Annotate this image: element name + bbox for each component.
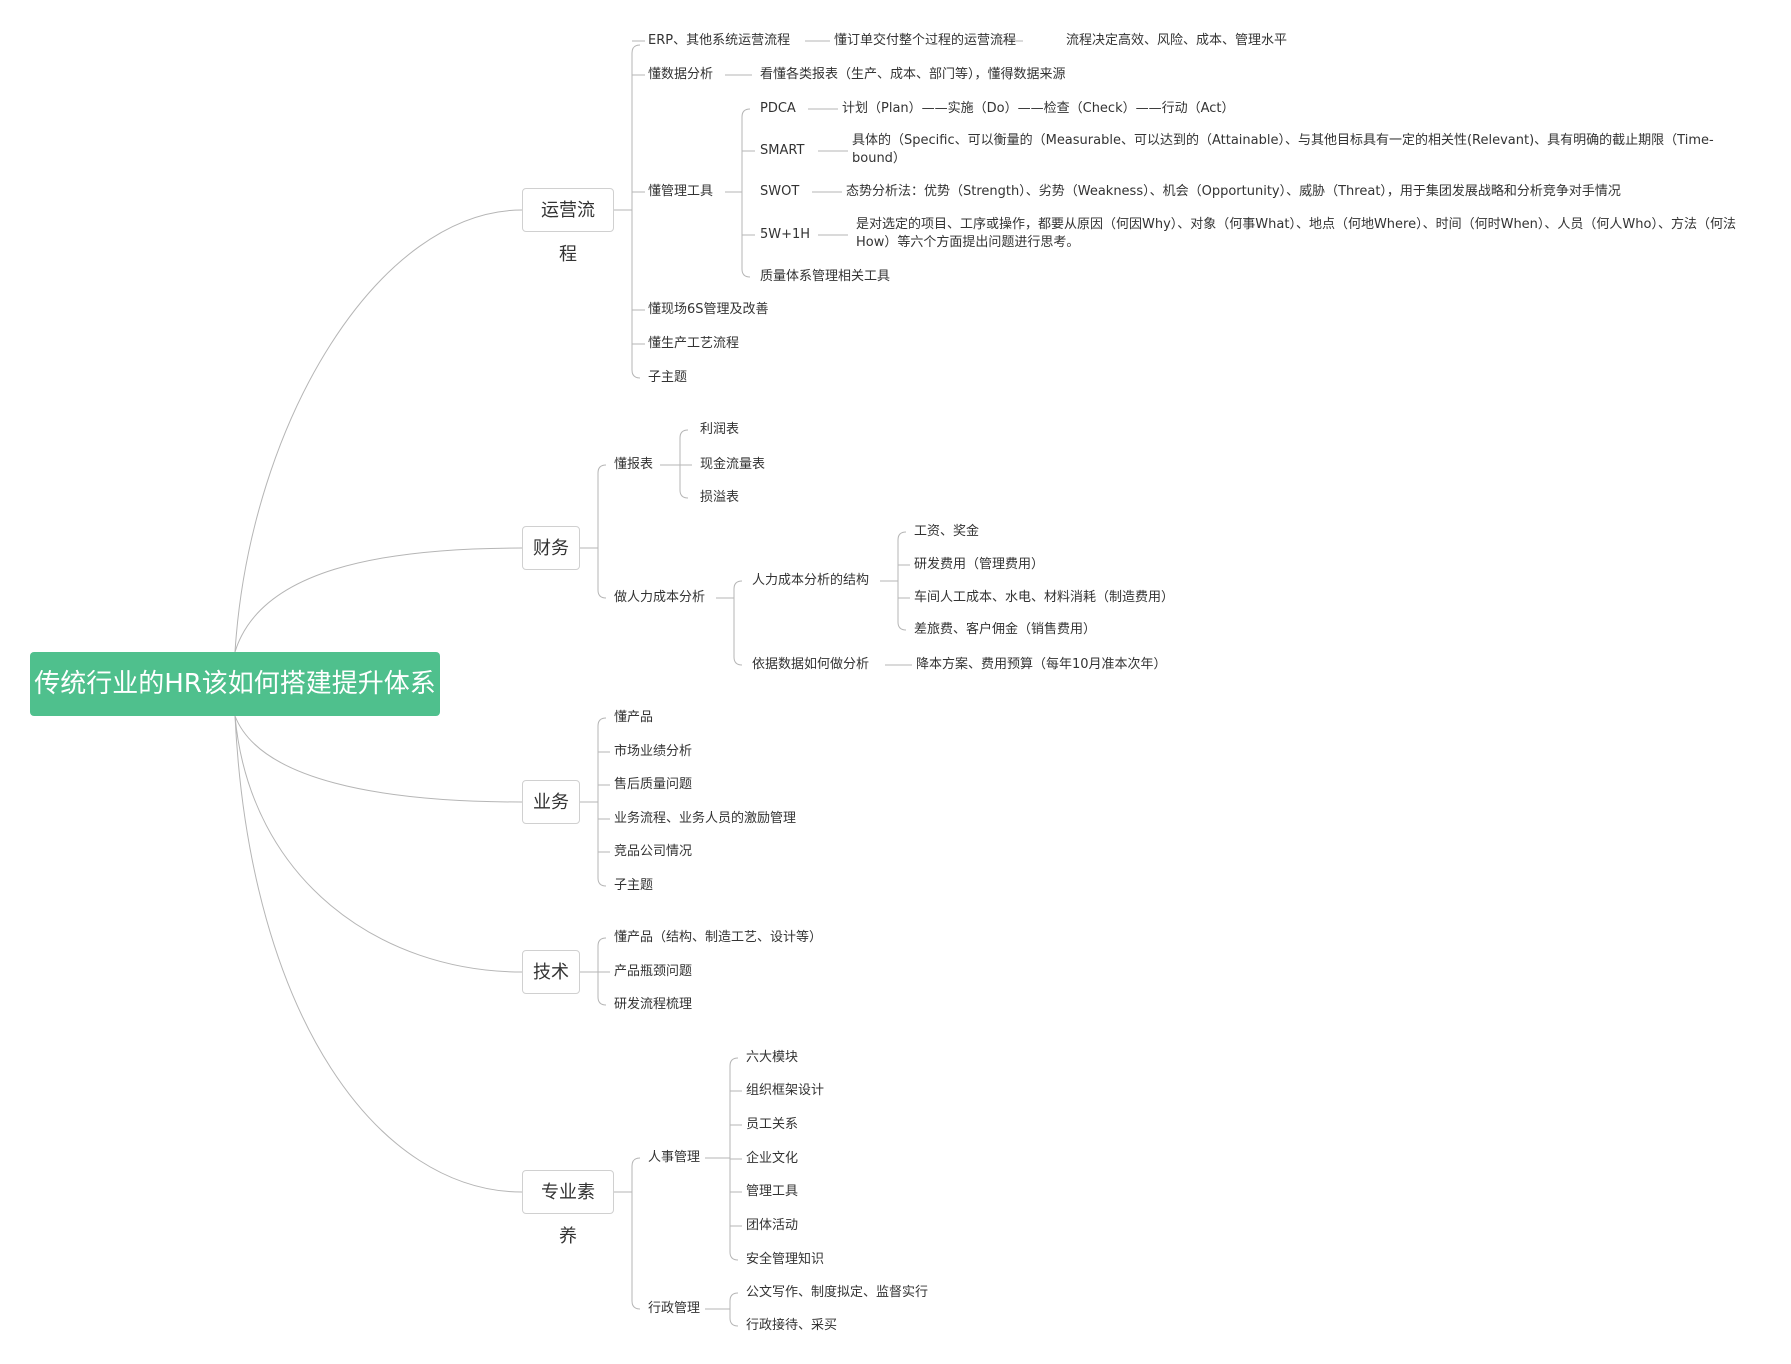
node-hr-item[interactable]: 团体活动 <box>746 1218 799 1233</box>
node-business-item[interactable]: 懂产品 <box>614 710 654 725</box>
node-income-statement[interactable]: 利润表 <box>700 422 740 437</box>
topic-business[interactable]: 业务 <box>522 780 580 824</box>
node-data-analysis[interactable]: 懂数据分析 <box>648 67 714 82</box>
node-admin-item[interactable]: 行政接待、采买 <box>746 1318 838 1333</box>
node-production-process[interactable]: 懂生产工艺流程 <box>648 336 740 351</box>
node-business-item[interactable]: 市场业绩分析 <box>614 744 693 759</box>
node-hr-item[interactable]: 管理工具 <box>746 1184 799 1199</box>
node-tech-item[interactable]: 产品瓶颈问题 <box>614 964 693 979</box>
node-hr-cost[interactable]: 做人力成本分析 <box>614 590 706 605</box>
node-data-analysis-detail[interactable]: 看懂各类报表（生产、成本、部门等），懂得数据来源 <box>760 67 1066 82</box>
node-hr-item[interactable]: 组织框架设计 <box>746 1083 825 1098</box>
node-smart[interactable]: SMART <box>760 143 805 158</box>
node-business-item[interactable]: 竞品公司情况 <box>614 844 693 859</box>
node-quality-tools[interactable]: 质量体系管理相关工具 <box>760 269 891 284</box>
topic-professionalism[interactable]: 专业素养 <box>522 1170 614 1247</box>
node-hr-item[interactable]: 安全管理知识 <box>746 1252 825 1267</box>
node-budget-plan[interactable]: 降本方案、费用预算（每年10月准本次年） <box>916 657 1167 672</box>
node-management-tools[interactable]: 懂管理工具 <box>648 184 714 199</box>
node-cost-wages[interactable]: 工资、奖金 <box>914 524 980 539</box>
node-cost-structure[interactable]: 人力成本分析的结构 <box>752 573 870 588</box>
root-topic[interactable]: 传统行业的HR该如何搭建提升体系 <box>30 652 440 716</box>
node-hr-item[interactable]: 企业文化 <box>746 1151 799 1166</box>
node-erp[interactable]: ERP、其他系统运营流程 <box>648 33 791 48</box>
node-erp-detail-2[interactable]: 流程决定高效、风险、成本、管理水平 <box>1066 33 1288 48</box>
node-reports[interactable]: 懂报表 <box>614 457 654 472</box>
node-business-item[interactable]: 售后质量问题 <box>614 777 693 792</box>
node-hr-item[interactable]: 六大模块 <box>746 1050 799 1065</box>
node-data-based-analysis[interactable]: 依据数据如何做分析 <box>752 657 870 672</box>
node-cost-rd[interactable]: 研发费用（管理费用） <box>914 557 1045 572</box>
node-profit-loss[interactable]: 损溢表 <box>700 490 740 505</box>
node-6s[interactable]: 懂现场6S管理及改善 <box>648 302 769 317</box>
node-smart-detail[interactable]: 具体的（Specific、可以衡量的（Measurable、可以达到的（Atta… <box>852 133 1714 166</box>
node-admin-management[interactable]: 行政管理 <box>648 1301 701 1316</box>
node-admin-item[interactable]: 公文写作、制度拟定、监督实行 <box>746 1285 929 1300</box>
node-cash-flow[interactable]: 现金流量表 <box>700 457 766 472</box>
node-swot[interactable]: SWOT <box>760 184 800 199</box>
node-swot-detail[interactable]: 态势分析法：优势（Strength）、劣势（Weakness）、机会（Oppor… <box>846 184 1621 199</box>
node-hr-management[interactable]: 人事管理 <box>648 1150 701 1165</box>
node-cost-workshop[interactable]: 车间人工成本、水电、材料消耗（制造费用） <box>914 590 1175 605</box>
node-business-item[interactable]: 业务流程、业务人员的激励管理 <box>614 811 797 826</box>
node-cost-travel[interactable]: 差旅费、客户佣金（销售费用） <box>914 622 1097 637</box>
node-business-item[interactable]: 子主题 <box>614 878 654 893</box>
topic-technology[interactable]: 技术 <box>522 950 580 994</box>
node-5w1h-detail[interactable]: 是对选定的项目、工序或操作，都要从原因（何因Why）、对象（何事What）、地点… <box>856 217 1736 250</box>
node-pdca-detail[interactable]: 计划（Plan）——实施（Do）——检查（Check）——行动（Act） <box>842 101 1235 116</box>
topic-operations[interactable]: 运营流程 <box>522 188 614 265</box>
node-tech-item[interactable]: 研发流程梳理 <box>614 997 693 1012</box>
node-tech-item[interactable]: 懂产品（结构、制造工艺、设计等） <box>614 930 823 945</box>
node-erp-detail-1[interactable]: 懂订单交付整个过程的运营流程 <box>834 33 1017 48</box>
node-pdca[interactable]: PDCA <box>760 101 796 116</box>
topic-finance[interactable]: 财务 <box>522 526 580 570</box>
node-ops-subtopic[interactable]: 子主题 <box>648 370 688 385</box>
node-5w1h[interactable]: 5W+1H <box>760 227 811 242</box>
node-hr-item[interactable]: 员工关系 <box>746 1117 799 1132</box>
